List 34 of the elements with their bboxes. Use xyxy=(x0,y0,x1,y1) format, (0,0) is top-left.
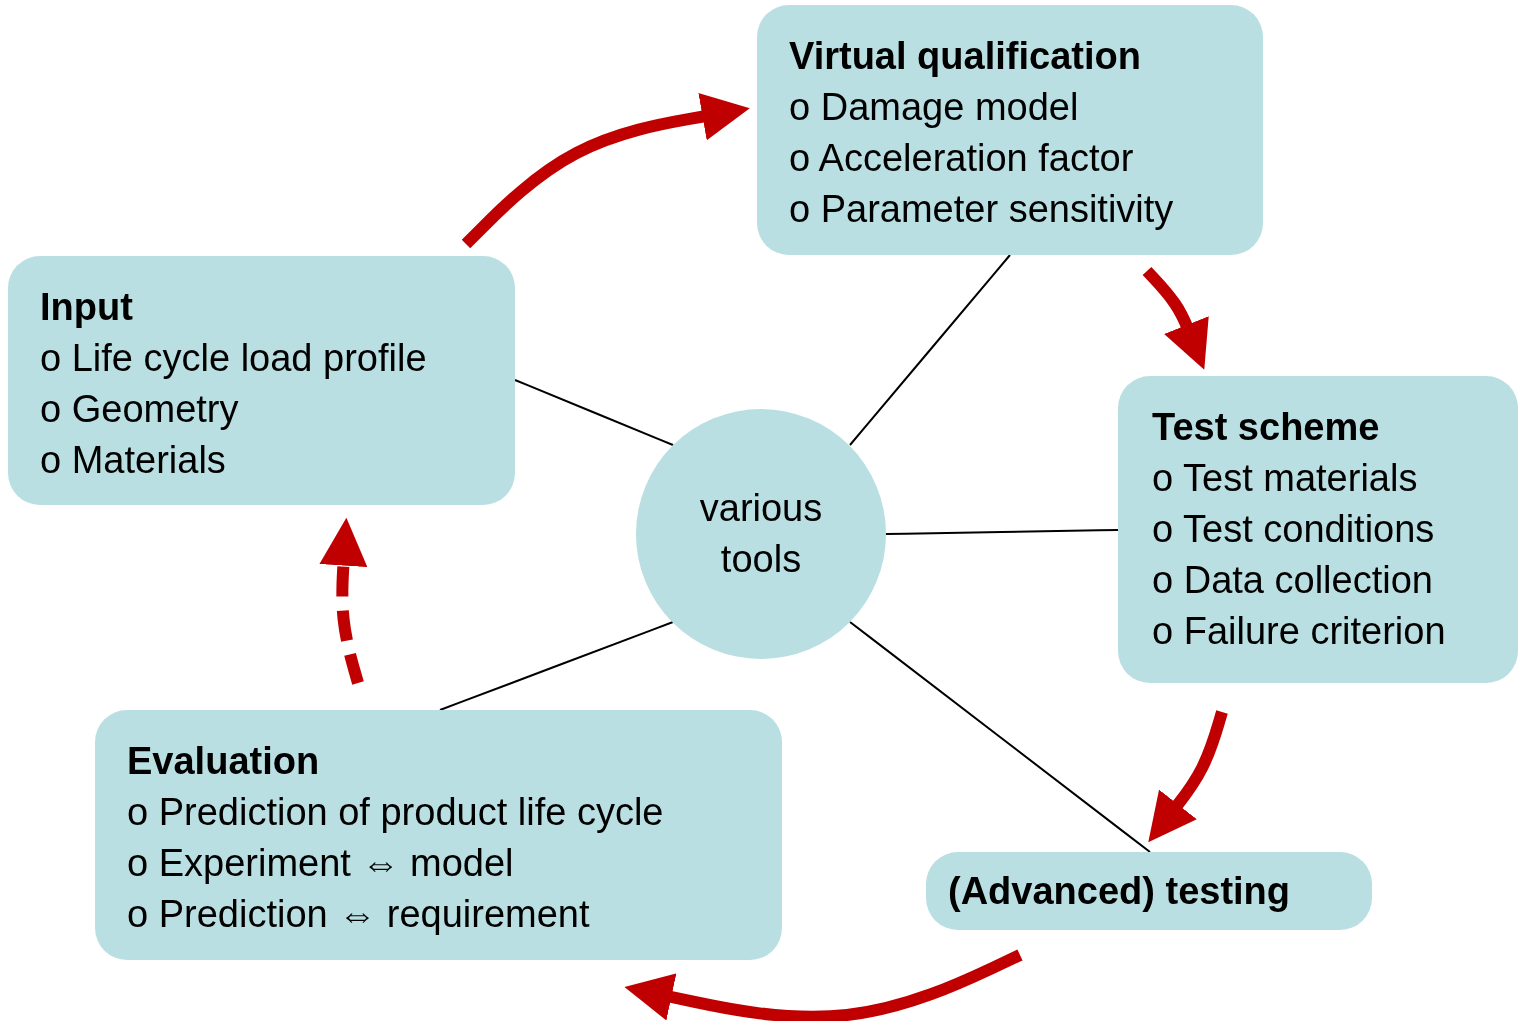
arrow xyxy=(1148,710,1228,843)
box-heading: Input xyxy=(40,285,133,330)
list-item: o Parameter sensitivity xyxy=(789,187,1174,232)
connector-line xyxy=(849,254,1011,446)
connector-line xyxy=(849,621,1151,853)
connector-line xyxy=(514,379,674,446)
list-item: o Test materials xyxy=(1152,456,1418,501)
arrow xyxy=(461,93,750,249)
process-box xyxy=(1118,376,1518,683)
list-item: o Prediction ⇔ requirement xyxy=(127,892,590,937)
connector-line xyxy=(439,621,674,711)
list-item: o Failure criterion xyxy=(1152,609,1446,654)
list-item: o Life cycle load profile xyxy=(40,336,427,381)
box-heading: Evaluation xyxy=(127,739,320,784)
box-heading: Virtual qualification xyxy=(789,34,1141,79)
list-item: o Materials xyxy=(40,438,226,483)
list-item: o Prediction of product life cycle xyxy=(127,790,664,835)
list-item: o Experiment ⇔ model xyxy=(127,841,514,886)
list-item: o Acceleration factor xyxy=(789,136,1134,181)
connector-line xyxy=(885,529,1119,535)
arrow xyxy=(1142,266,1209,370)
arrow xyxy=(319,517,368,685)
list-item: o Test conditions xyxy=(1152,507,1435,552)
process-box xyxy=(926,852,1372,930)
process-box xyxy=(8,256,515,505)
list-item: o Data collection xyxy=(1152,558,1433,603)
box-heading: Test scheme xyxy=(1152,405,1380,450)
box-heading: (Advanced) testing xyxy=(948,869,1291,914)
circle-label: various tools xyxy=(698,486,824,582)
arrow xyxy=(624,949,1023,1021)
list-item: o Geometry xyxy=(40,387,239,432)
list-item: o Damage model xyxy=(789,85,1079,130)
process-box xyxy=(757,5,1263,255)
process-box xyxy=(95,710,782,960)
